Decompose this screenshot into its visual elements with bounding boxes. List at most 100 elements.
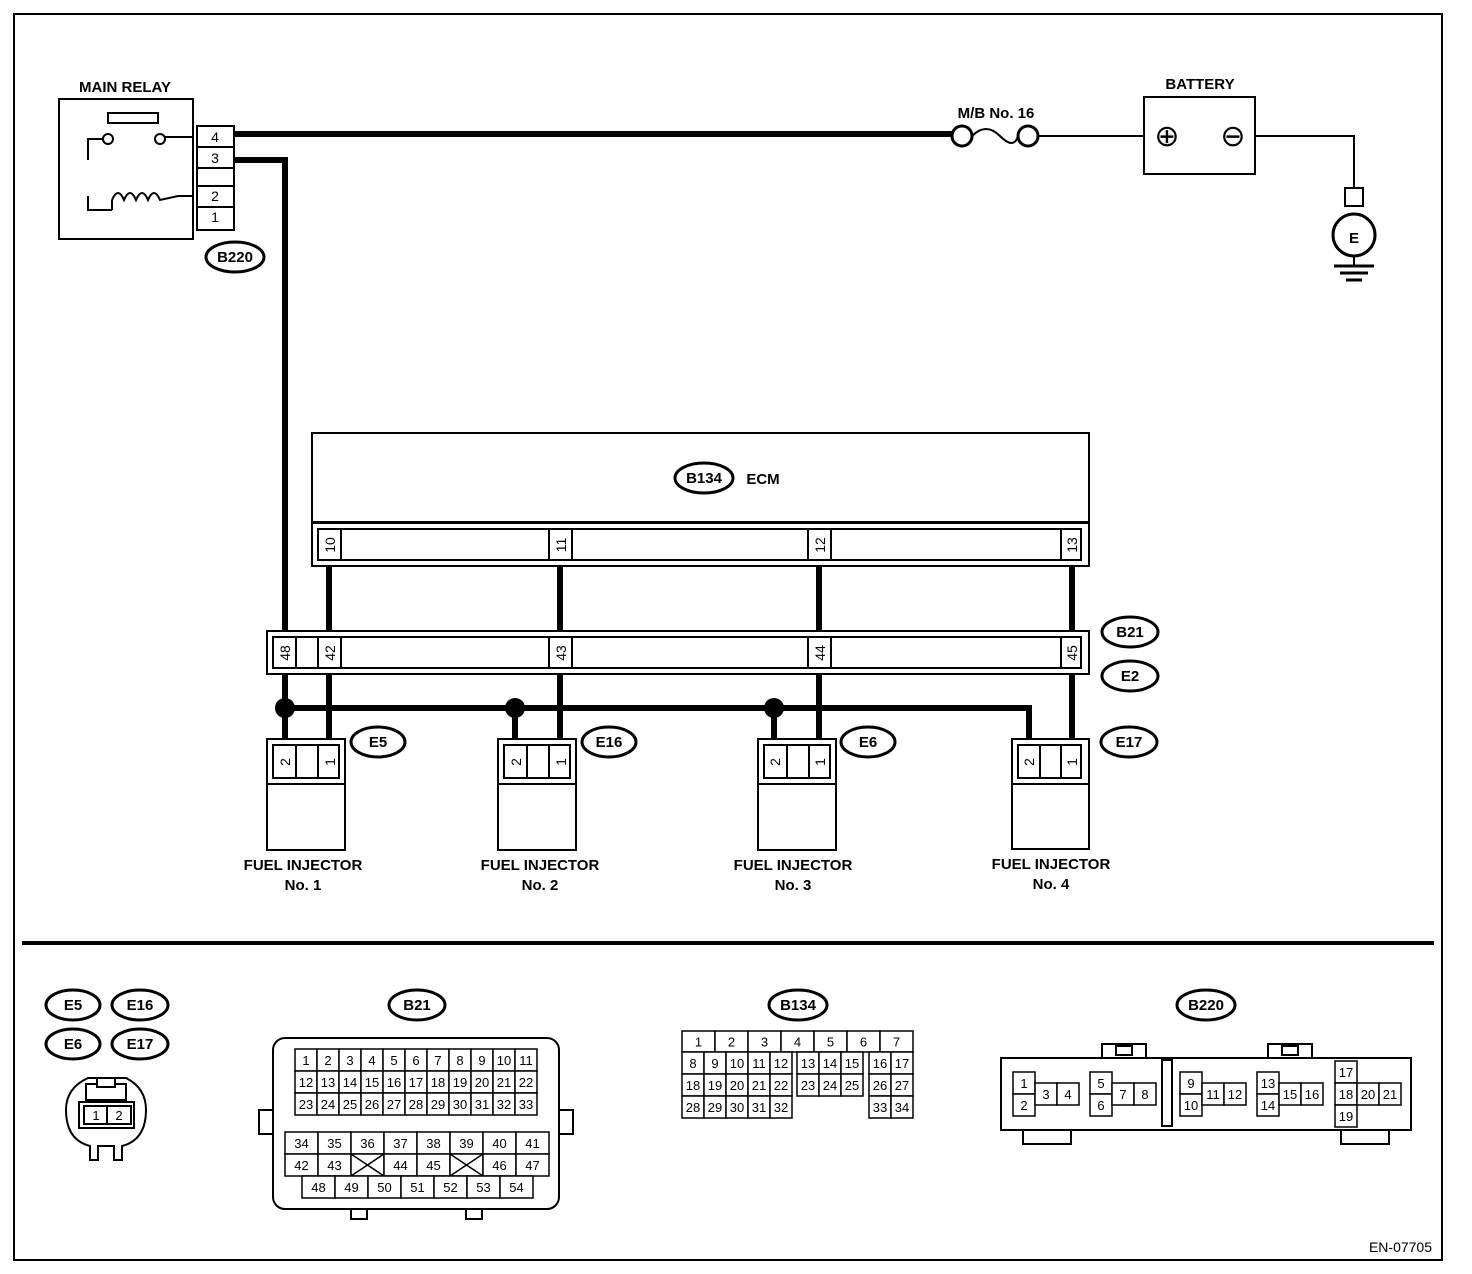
b134-pin-16: 16 [873, 1056, 887, 1071]
injector-1-pin-2: 2 [277, 758, 293, 766]
b21-pin-40: 40 [492, 1136, 506, 1151]
b21-pin-42: 42 [294, 1158, 308, 1173]
b134-pin-17: 17 [895, 1056, 909, 1071]
b21-pin-50: 50 [377, 1180, 391, 1195]
b220-pin-8: 8 [1141, 1087, 1148, 1102]
fuse-icon [971, 128, 1019, 144]
view-tag-b21: B21 [403, 997, 431, 1014]
injector-connector-view: E5 E16 E6 E17 1 2 [44, 988, 170, 1161]
e16-tag-label: E16 [596, 734, 623, 751]
b134-pin-15: 15 [845, 1056, 859, 1071]
b21-pin-29: 29 [431, 1097, 445, 1112]
b134-pin-10: 10 [730, 1056, 744, 1071]
b21-pin-35: 35 [327, 1136, 341, 1151]
b220-pin-21: 21 [1383, 1087, 1397, 1102]
injector-4-name: FUEL INJECTOR [992, 856, 1111, 873]
b134-pin-29: 29 [708, 1100, 722, 1115]
b21-pin-7: 7 [434, 1053, 441, 1068]
injector-3-pin-1: 1 [812, 758, 828, 766]
view-tag-b220: B220 [1188, 997, 1224, 1014]
b220-pin-16: 16 [1305, 1087, 1319, 1102]
b220-pin-20: 20 [1361, 1087, 1375, 1102]
e6-tag-label: E6 [859, 734, 877, 751]
fuse-terminal-right [1016, 124, 1040, 148]
b134-pin-31: 31 [752, 1100, 766, 1115]
b21-pin-31: 31 [475, 1097, 489, 1112]
b21-pin-6: 6 [412, 1053, 419, 1068]
ground-label: E [1349, 230, 1359, 247]
injector-1-pin-1: 1 [322, 758, 338, 766]
b21-pin-48: 48 [311, 1180, 325, 1195]
b220-pin-16-cell [1300, 1082, 1324, 1106]
b21-pin-18: 18 [431, 1075, 445, 1090]
b21-pin-14: 14 [343, 1075, 357, 1090]
b21-pin-43: 43 [327, 1158, 341, 1173]
b21-pin-13: 13 [321, 1075, 335, 1090]
injector-1-number: No. 1 [285, 877, 322, 894]
e2-tag [1100, 659, 1160, 693]
injector-4-pin-1: 1 [1064, 758, 1080, 766]
b134-pin-32: 32 [774, 1100, 788, 1115]
b220-pin-19-cell [1334, 1104, 1358, 1128]
b21-pin-10: 10 [497, 1053, 511, 1068]
b21-pin-51: 51 [410, 1180, 424, 1195]
b21-pin-30: 30 [453, 1097, 467, 1112]
b21-tag [1100, 615, 1160, 649]
b134-pin-8: 8 [689, 1056, 696, 1071]
b220-pin-19: 19 [1339, 1109, 1353, 1124]
view-tag-e6: E6 [64, 1036, 82, 1053]
b134-pin-18: 18 [686, 1078, 700, 1093]
b21-pin-26: 26 [365, 1097, 379, 1112]
b21-pin-5: 5 [390, 1053, 397, 1068]
b220-pin-15: 15 [1283, 1087, 1297, 1102]
view-tag-e17: E17 [127, 1036, 154, 1053]
b21-pin-33-cell [514, 1092, 538, 1116]
b134-pin-30: 30 [730, 1100, 744, 1115]
b134-pin-25: 25 [845, 1078, 859, 1093]
b220-pin-17: 17 [1339, 1065, 1353, 1080]
b21-pin-4: 4 [368, 1053, 375, 1068]
injector-2-body [497, 783, 577, 851]
joint-pin-44: 44 [812, 645, 828, 661]
diagram-frame [13, 13, 1443, 1261]
b220-tag [204, 240, 266, 274]
b21-pin-25: 25 [343, 1097, 357, 1112]
ecm-pin-10: 10 [322, 537, 338, 553]
injector-1-name: FUEL INJECTOR [244, 857, 363, 874]
b134-pin-9: 9 [711, 1056, 718, 1071]
joint-pin-42: 42 [322, 645, 338, 661]
b21-pin-23: 23 [299, 1097, 313, 1112]
b134-pin-5: 5 [827, 1035, 834, 1050]
b220-pin-5: 5 [1097, 1076, 1104, 1091]
b134-pin-22: 22 [774, 1078, 788, 1093]
injector-3-pin-2: 2 [767, 758, 783, 766]
b21-pin-3: 3 [346, 1053, 353, 1068]
injector-4-number: No. 4 [1033, 876, 1070, 893]
b21-pin-36: 36 [360, 1136, 374, 1151]
b220-pin-1: 1 [1020, 1076, 1027, 1091]
injector-2-number: No. 2 [522, 877, 559, 894]
b21-pin-20: 20 [475, 1075, 489, 1090]
b220-pin-12: 12 [1228, 1087, 1242, 1102]
b21-pin-2: 2 [324, 1053, 331, 1068]
b220-pin-12-cell [1223, 1082, 1247, 1106]
injector-3-name: FUEL INJECTOR [734, 857, 853, 874]
b21-pin-41: 41 [525, 1136, 539, 1151]
injector-1-body [266, 783, 346, 851]
splice-3 [764, 698, 784, 718]
fuse-terminal-left [950, 124, 974, 148]
b21-pin-21: 21 [497, 1075, 511, 1090]
e5-tag-label: E5 [369, 734, 387, 751]
b220-pin-18: 18 [1339, 1087, 1353, 1102]
b134-pin-28: 28 [686, 1100, 700, 1115]
b220-pin-4-cell [1056, 1082, 1080, 1106]
battery-positive-icon: ⊕ [1154, 120, 1179, 153]
b220-pin-10: 10 [1184, 1098, 1198, 1113]
b21-tag-label: B21 [1116, 624, 1144, 641]
b134-pin-13: 13 [801, 1056, 815, 1071]
splice-1 [275, 698, 295, 718]
